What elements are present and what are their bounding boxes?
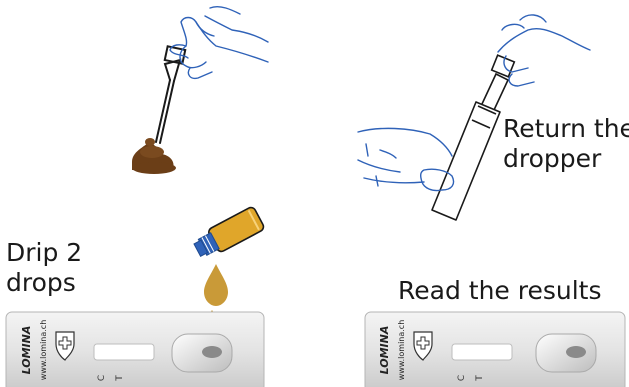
caption-read-results: Read the results bbox=[398, 276, 602, 306]
caption-read-line1: Read the results bbox=[398, 276, 602, 306]
cassette-brand: LOMINA bbox=[378, 326, 391, 375]
marker-t: T bbox=[475, 375, 485, 382]
marker-c: C bbox=[457, 375, 467, 381]
cassette-website: www.lomina.ch bbox=[39, 320, 48, 381]
test-cassette-left: LOMINA www.lomina.ch C T bbox=[6, 312, 264, 387]
test-cassette-right: LOMINA www.lomina.ch C T bbox=[365, 312, 625, 387]
caption-drip-drops: Drip 2 drops bbox=[6, 238, 82, 298]
caption-drip-line1: Drip 2 bbox=[6, 238, 82, 268]
caption-return-dropper: Return the dropper bbox=[503, 114, 629, 174]
caption-return-line1: Return the bbox=[503, 114, 629, 144]
caption-return-line2: dropper bbox=[503, 144, 629, 174]
caption-drip-line2: drops bbox=[6, 268, 82, 298]
cassette-website: www.lomina.ch bbox=[397, 320, 406, 381]
marker-t: T bbox=[115, 375, 125, 382]
cassette-brand: LOMINA bbox=[20, 326, 33, 375]
marker-c: C bbox=[97, 375, 107, 381]
